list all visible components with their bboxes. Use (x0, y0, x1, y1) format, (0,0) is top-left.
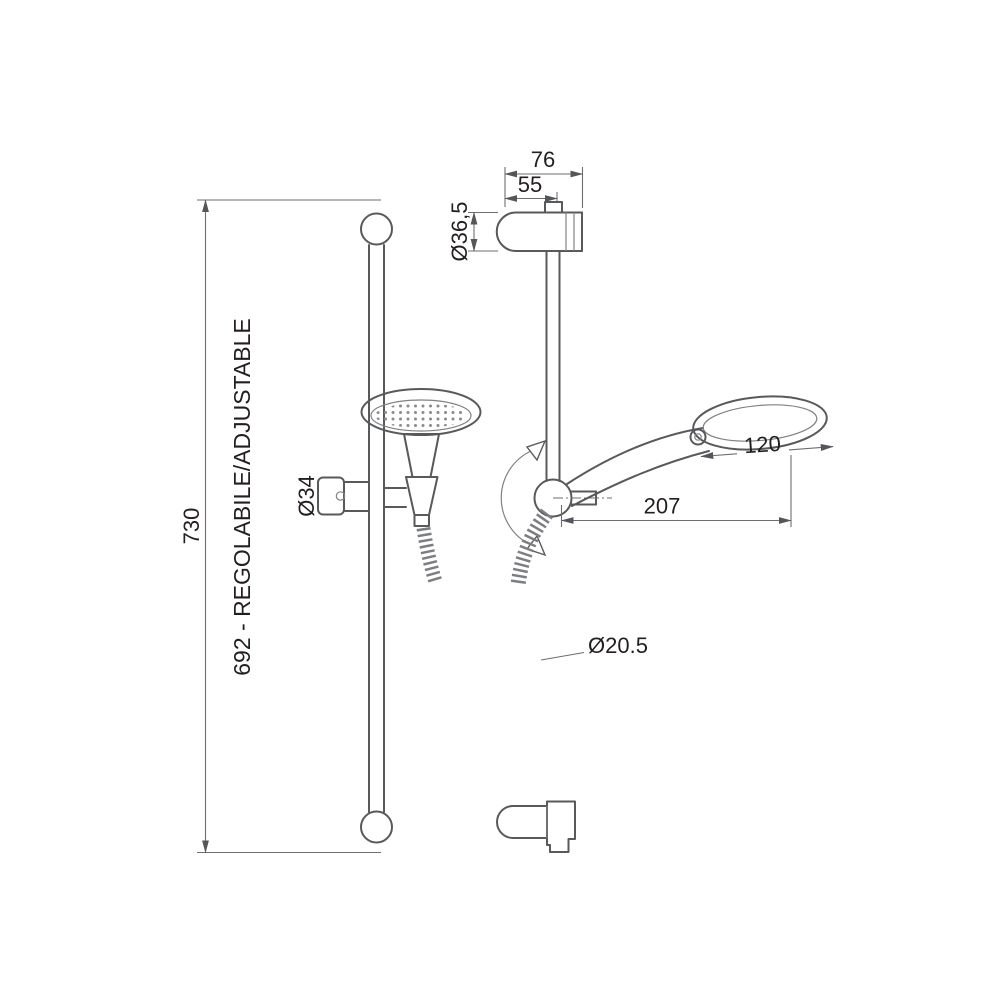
swivel-ring (689, 428, 707, 446)
dim-207-label: 207 (644, 494, 681, 519)
dim-730-label: 730 (179, 508, 204, 545)
slider-diameter-label: Ø34 (294, 475, 319, 517)
dim-20-5-label: Ø20.5 (588, 633, 648, 658)
side-view: 76 55 Ø36,5 (447, 147, 834, 853)
swivel-pivot (500, 439, 612, 557)
slider-block (317, 476, 407, 516)
dim-76-label: 76 (531, 147, 555, 172)
dimension-20-5: Ø20.5 (540, 633, 648, 661)
dim-36-5-label: Ø36,5 (447, 202, 472, 262)
dim-120-label: 120 (743, 431, 781, 459)
hand-shower-front (360, 388, 482, 586)
shower-head-side (692, 395, 828, 451)
dimension-55: 55 (504, 172, 558, 202)
hose-nut (413, 514, 430, 527)
slider-screw (335, 491, 346, 501)
dimension-36-5: Ø36,5 (447, 202, 498, 262)
rail-top-knob (360, 212, 393, 246)
wall-bracket-top (495, 201, 583, 252)
hose-side (510, 508, 554, 587)
slide-rail-side (545, 250, 561, 482)
dim-55-label: 55 (518, 172, 542, 197)
bracket-top-knob (544, 201, 563, 214)
wall-bracket-bottom (496, 800, 576, 853)
handle-bottom-edge (571, 450, 710, 507)
rotation-arrow-up-icon (525, 439, 547, 462)
dimension-730: 730 (179, 199, 381, 854)
dimension-120: 120 (700, 431, 834, 460)
shower-neck (403, 433, 440, 478)
rail-bottom-knob (360, 810, 393, 844)
handle-top-edge (566, 427, 704, 485)
adjustable-range-label: 692 - REGOLABILE/ADJUSTABLE (229, 318, 255, 676)
hand-shower-side (510, 395, 828, 587)
front-view: 730 692 - REGOLABILE/ADJUSTABLE Ø34 (179, 199, 482, 854)
holder-cup (405, 476, 439, 516)
slide-rail (360, 212, 393, 844)
hose-front (416, 526, 443, 586)
rotation-arc (500, 450, 532, 546)
dimension-207: 207 (560, 455, 792, 527)
spray-face-dots (375, 403, 467, 428)
dimension-76: 76 (504, 147, 584, 208)
